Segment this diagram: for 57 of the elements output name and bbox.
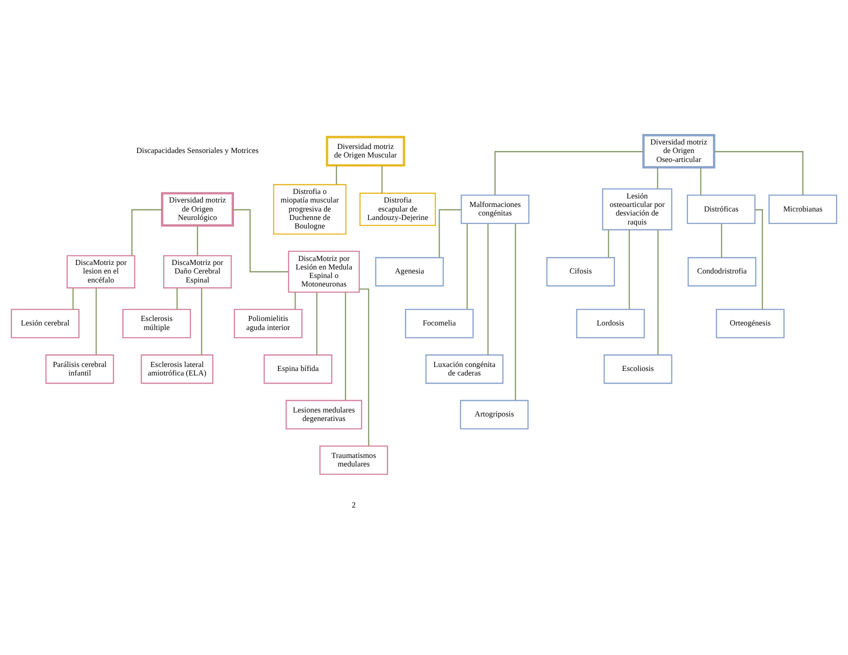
node-box: Condodristrofia	[688, 257, 756, 286]
label: 2	[352, 500, 356, 510]
connector	[381, 166, 383, 194]
node-box: DiscaMotriz por lesion en el encéfalo	[66, 255, 136, 288]
node-box: Esclerosis lateral amiotrófica (ELA)	[140, 354, 214, 384]
connector	[700, 167, 702, 195]
node-box: Malformaciones congénitas	[460, 194, 530, 224]
node-box: Diversidad motriz de Origen Muscular	[326, 136, 406, 167]
connector	[72, 288, 74, 310]
connector	[628, 230, 630, 310]
node-box: Lesiones medulares degenerativas	[286, 400, 362, 430]
connector	[494, 151, 644, 196]
connector	[336, 166, 338, 184]
connector	[176, 288, 178, 310]
label: Discapacidades Sensoriales y Motrices	[136, 146, 259, 156]
node-box: Focomelia	[404, 308, 474, 338]
connector	[96, 288, 97, 355]
connector	[720, 224, 722, 258]
node-box: Cifosis	[546, 257, 615, 286]
node-box: Lesión cerebral	[10, 308, 80, 338]
node-box: Luxación congénita de caderas	[425, 354, 504, 384]
node-box: DiscaMotriz por Lesión en Medula Espinal o Motoneuronas	[288, 250, 360, 293]
connector	[359, 288, 370, 446]
connector	[755, 209, 763, 310]
connector	[344, 292, 346, 400]
node-box: Diversidad motriz de Origen Neurológico	[160, 192, 234, 227]
node-box: Lordosis	[576, 308, 645, 338]
connector	[438, 209, 462, 258]
node-box: Esclerosis múltiple	[122, 308, 191, 338]
node-box: Espina bífida	[264, 354, 332, 384]
connector	[514, 224, 516, 400]
connector	[657, 167, 658, 189]
node-box: DiscaMotriz por Daño Cerebral Espinal	[163, 255, 232, 288]
node-box: Escoliosis	[604, 354, 672, 384]
node-box: Agenesia	[375, 257, 444, 286]
node-box: Traumatismos medulares	[319, 445, 388, 475]
node-box: Distrofia o miopatía muscular progresiva de Duchenne de Boulogne	[273, 184, 346, 235]
node-box: Distróficas	[686, 194, 756, 224]
node-box: Parálisis cerebral infantil	[45, 354, 114, 384]
node-box: Diversidad motriz de Origen Oseo-articular	[642, 134, 716, 168]
node-box: Lesión osteoarticular por desviación de raquis	[602, 188, 672, 230]
connector	[196, 226, 198, 256]
node-box: Artogriposis	[460, 400, 529, 430]
node-box: Orteogénesis	[716, 308, 785, 338]
connector	[487, 224, 489, 355]
connector	[201, 288, 202, 355]
connector	[131, 209, 162, 256]
connector	[714, 151, 804, 196]
connector	[294, 292, 296, 310]
connector	[232, 209, 288, 272]
connector	[466, 224, 468, 310]
node-box: Microbianas	[768, 194, 838, 224]
node-box: Poliomielitis aguda interior	[234, 308, 302, 338]
connector	[657, 230, 659, 355]
connector	[316, 292, 318, 355]
connector	[608, 230, 610, 258]
node-box: Distrofia escapular de Landouzy-Dejerine	[359, 192, 436, 226]
